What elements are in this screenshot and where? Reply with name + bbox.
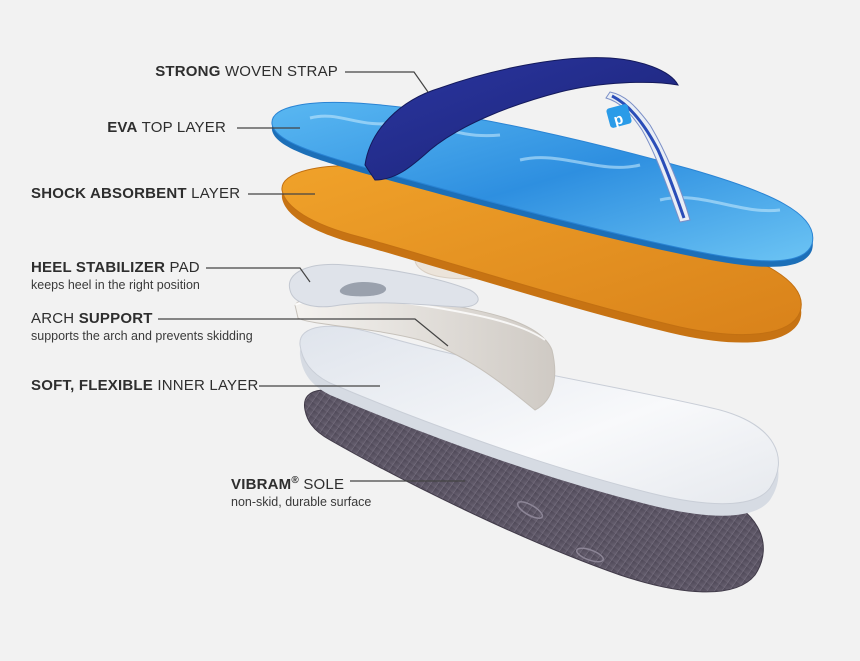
callout-heel-bold: HEEL STABILIZER: [31, 259, 166, 276]
callout-inner-rest: INNER LAYER: [157, 377, 259, 394]
callout-arch-pre: ARCH: [31, 310, 75, 327]
inner-layer: [299, 325, 779, 516]
callout-arch-support: ARCH SUPPORT supports the arch and preve…: [31, 310, 253, 344]
callout-sole-sub: non-skid, durable surface: [231, 495, 372, 509]
woven-strap: p: [364, 57, 691, 223]
callout-strap-bold: STRONG: [155, 63, 221, 80]
leader-strap: [345, 71, 429, 93]
callout-inner-bold: SOFT, FLEXIBLE: [31, 377, 153, 394]
callout-arch-bold: SUPPORT: [78, 310, 153, 327]
callout-eva-top-layer: EVA TOP LAYER: [40, 119, 226, 137]
heel-stabilizer-pad: [288, 263, 479, 308]
callout-sole-bold: VIBRAM: [231, 476, 292, 493]
callout-heel-rest: PAD: [169, 259, 200, 276]
callout-vibram-sole: VIBRAM® SOLE non-skid, durable surface: [231, 472, 371, 510]
callout-eva-rest: TOP LAYER: [141, 119, 226, 136]
callout-eva-bold: EVA: [107, 119, 138, 136]
strap-logo-letter: p: [612, 110, 625, 129]
callout-strong-woven-strap: STRONG WOVEN STRAP: [120, 63, 338, 81]
callout-sole-registered-mark: ®: [291, 475, 299, 486]
callout-strap-rest: WOVEN STRAP: [224, 63, 338, 80]
leader-heel: [206, 267, 311, 283]
callout-arch-sub: supports the arch and prevents skidding: [31, 329, 253, 343]
callout-heel-stabilizer-pad: HEEL STABILIZER PAD keeps heel in the ri…: [31, 259, 200, 293]
callout-shock-bold: SHOCK ABSORBENT: [31, 185, 187, 202]
leader-lines: [158, 71, 465, 482]
callout-inner-layer: SOFT, FLEXIBLE INNER LAYER: [31, 377, 258, 395]
callout-sole-rest: SOLE: [303, 476, 345, 493]
callout-shock-rest: LAYER: [191, 185, 241, 202]
leader-arch: [158, 318, 449, 347]
callout-shock-absorbent-layer: SHOCK ABSORBENT LAYER: [31, 185, 240, 203]
strap-logo-tag: [606, 104, 632, 128]
callout-heel-sub: keeps heel in the right position: [31, 278, 200, 292]
